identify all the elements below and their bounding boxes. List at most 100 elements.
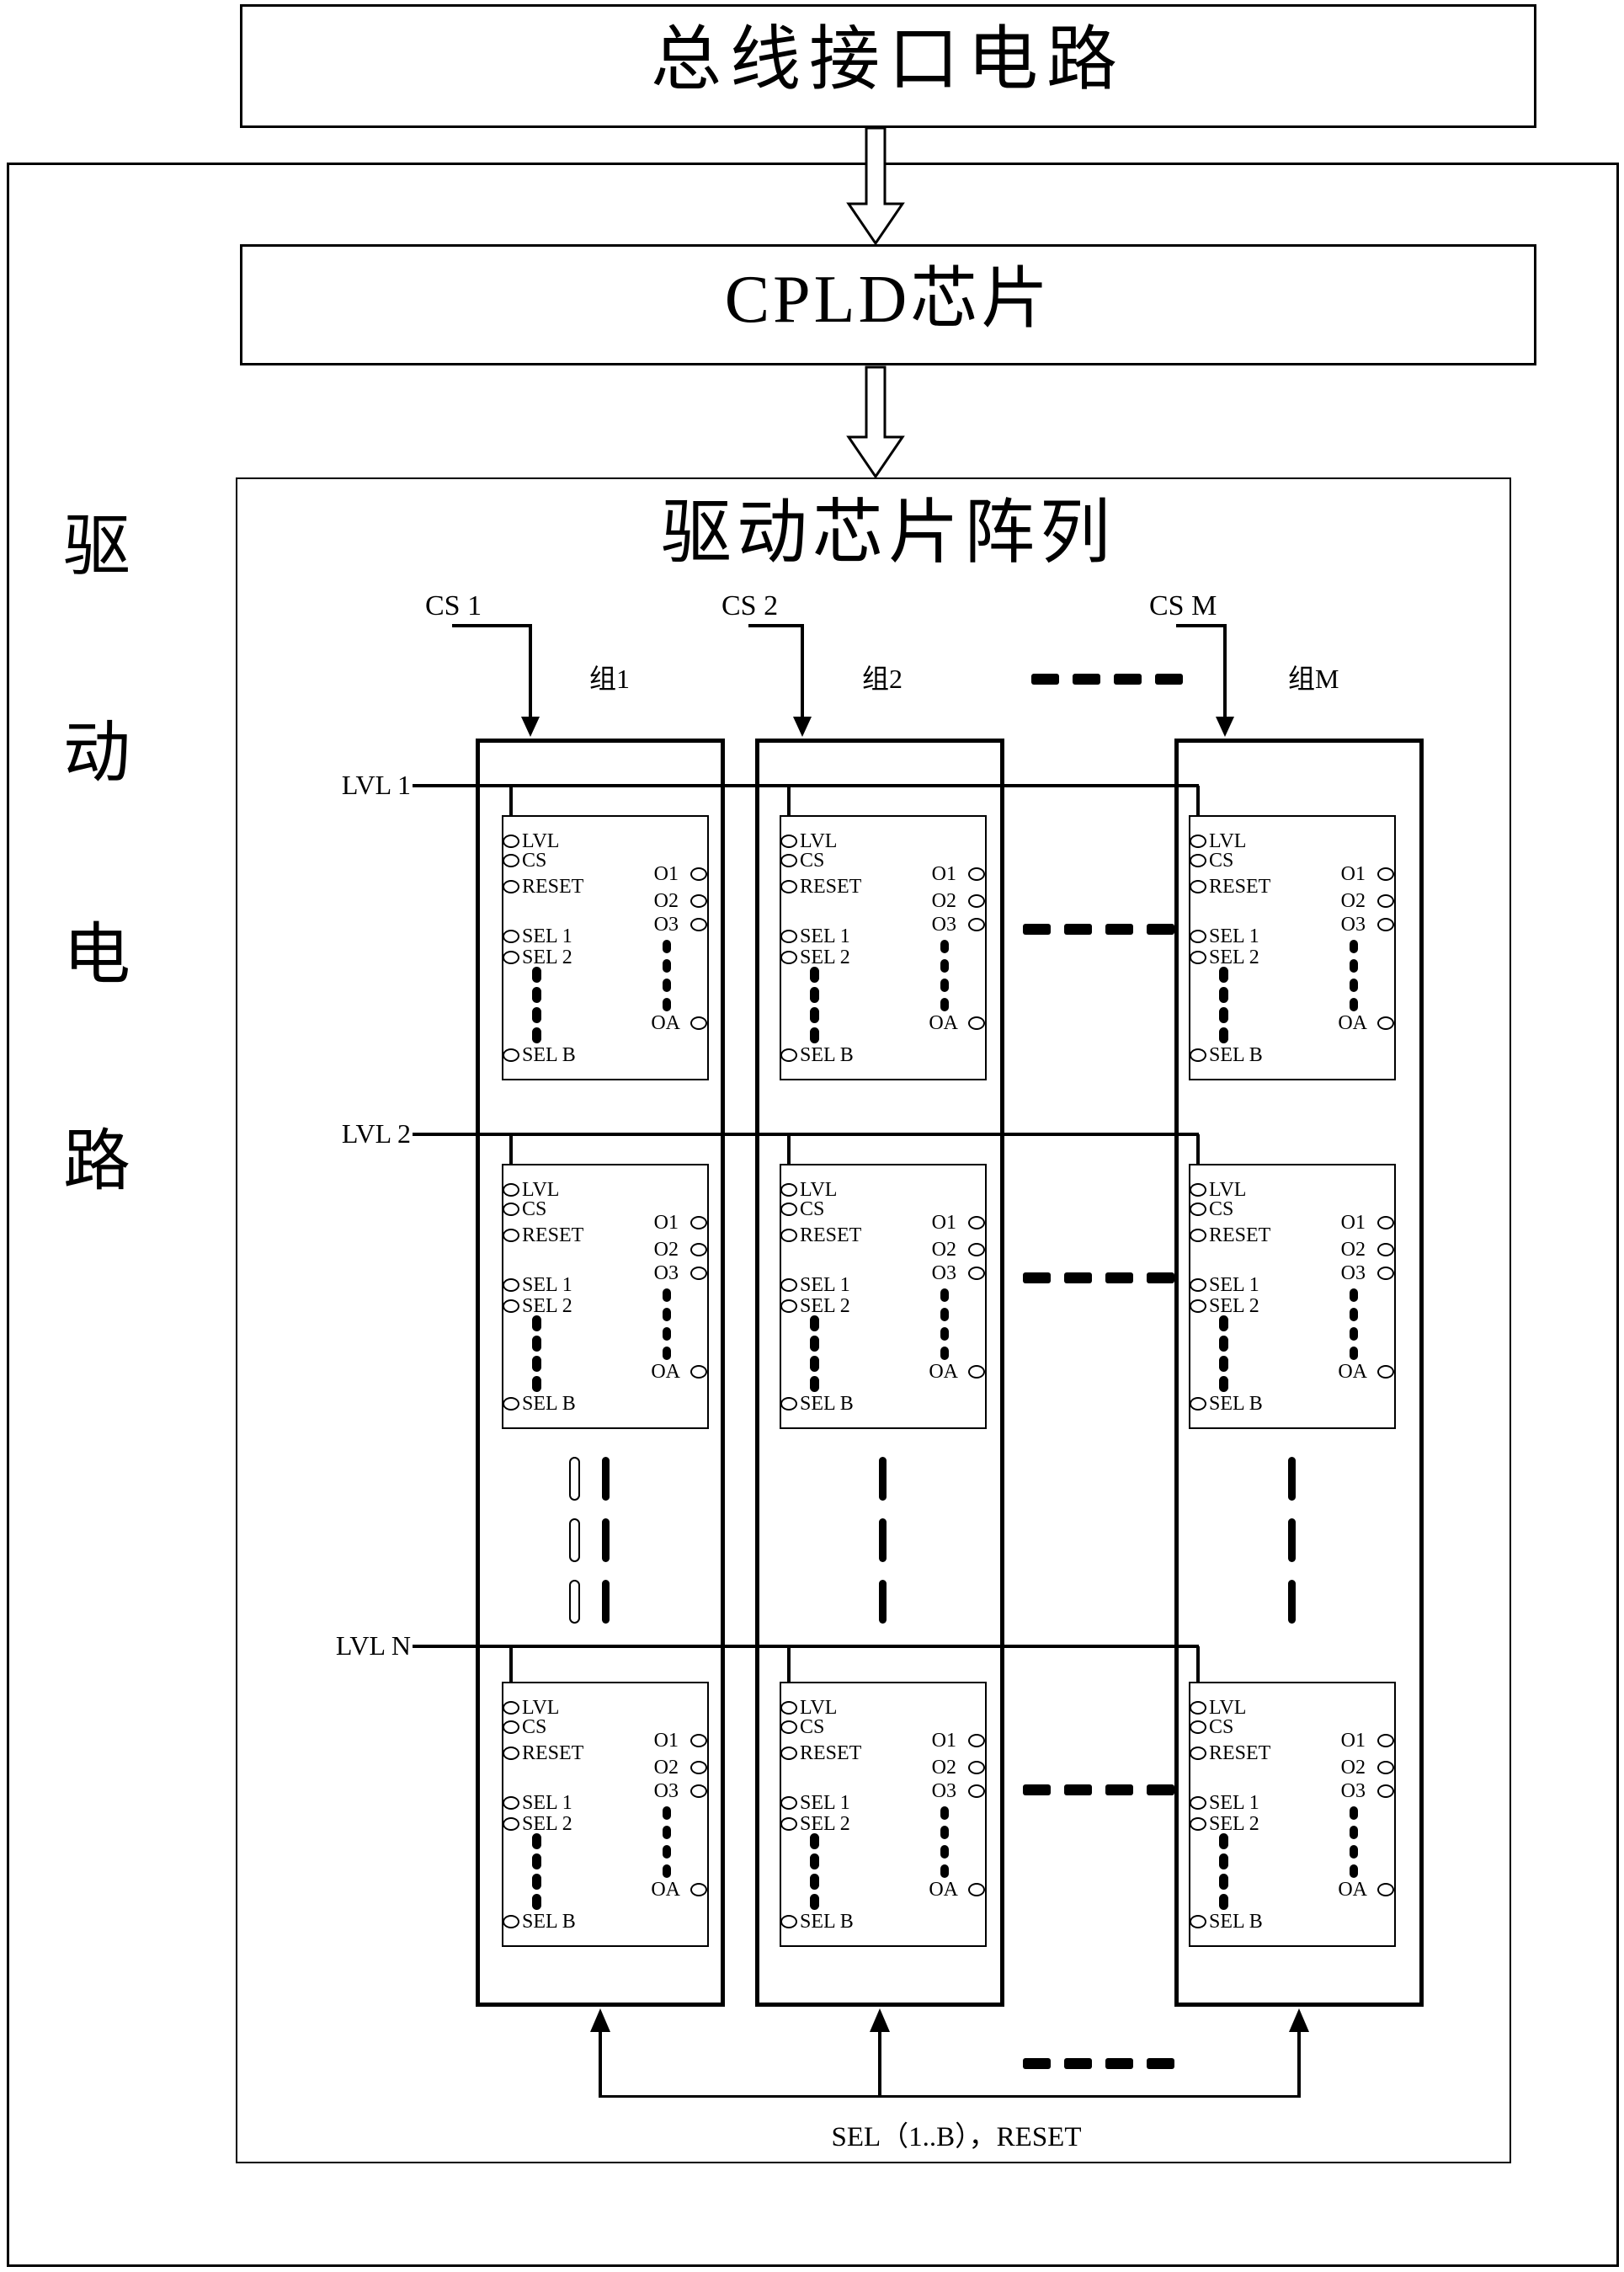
pin-label: SEL 1 <box>800 1792 850 1814</box>
row-gap-ellipsis <box>602 1518 610 1562</box>
pin-label: O1 <box>931 863 956 885</box>
ellipsis-dot <box>1219 1027 1228 1043</box>
ellipsis-dot <box>810 967 819 983</box>
pin-circle <box>968 1016 985 1030</box>
pin-label: O3 <box>931 1262 956 1284</box>
ellipsis-dot <box>1219 1376 1228 1392</box>
pin-label: SEL B <box>800 1393 854 1415</box>
pin-label: SEL B <box>800 1911 854 1933</box>
group-label: 组1 <box>589 664 631 694</box>
pin-circle <box>1377 1016 1394 1030</box>
pin-label: O1 <box>653 863 679 885</box>
pin-circle <box>1190 951 1206 964</box>
row-ellipsis-dashes <box>1147 924 1174 935</box>
ellipsis-dot <box>663 1826 671 1839</box>
pin-label: OA <box>1338 1361 1367 1383</box>
ellipsis-dot <box>810 987 819 1003</box>
pin-circle <box>503 1229 519 1242</box>
row-ellipsis-dashes <box>1064 924 1092 935</box>
pin-label: OA <box>929 1012 958 1034</box>
pin-label: OA <box>1338 1012 1367 1034</box>
pin-circle <box>780 1278 797 1292</box>
pin-label: CS <box>1209 1198 1234 1220</box>
pin-label: O1 <box>1340 1212 1366 1234</box>
pin-label: O1 <box>931 1212 956 1234</box>
ellipsis-dot <box>1350 998 1358 1011</box>
pin-circle <box>503 1915 519 1928</box>
cs-label: CS 1 <box>425 590 482 621</box>
pin-label: SEL 2 <box>1209 1295 1259 1317</box>
pin-label: O2 <box>1340 890 1366 912</box>
pin-label: O1 <box>931 1730 956 1752</box>
row-ellipsis-dashes <box>1023 924 1051 935</box>
row-ellipsis-dashes <box>1105 1784 1133 1795</box>
pin-circle <box>780 1720 797 1734</box>
pin-circle <box>780 1299 797 1313</box>
pin-circle <box>1377 1883 1394 1896</box>
pin-circle <box>690 867 707 881</box>
pin-circle <box>780 1048 797 1062</box>
pin-circle <box>968 1243 985 1256</box>
pin-circle <box>968 1216 985 1229</box>
pin-circle <box>780 1817 797 1831</box>
ellipsis-dot <box>940 940 949 953</box>
cs-line <box>529 624 532 718</box>
pin-label: SEL 2 <box>522 1295 572 1317</box>
cs-label: CS 2 <box>721 590 779 621</box>
pin-label: CS <box>800 1198 825 1220</box>
ellipsis-dot <box>532 1027 541 1043</box>
side-label-char: 动 <box>63 717 130 791</box>
pin-label: O1 <box>653 1730 679 1752</box>
pin-circle <box>780 1747 797 1760</box>
ellipsis-dot <box>1350 1826 1358 1839</box>
pin-circle <box>690 1216 707 1229</box>
pin-circle <box>503 1203 519 1216</box>
ellipsis-dot <box>810 1376 819 1392</box>
cs-line <box>1176 624 1227 627</box>
pin-circle <box>1377 1267 1394 1280</box>
pin-label: O1 <box>1340 863 1366 885</box>
ellipsis-dot <box>1219 1315 1228 1331</box>
pin-label: RESET <box>522 1224 584 1246</box>
ellipsis-dot <box>532 1007 541 1023</box>
ellipsis-dot <box>1350 959 1358 973</box>
pin-circle <box>780 930 797 943</box>
pin-circle <box>1190 1203 1206 1216</box>
pin-circle <box>1190 1048 1206 1062</box>
pin-label: OA <box>929 1879 958 1901</box>
pin-circle <box>1377 1761 1394 1774</box>
pin-circle <box>968 867 985 881</box>
pin-circle <box>1190 1183 1206 1197</box>
header-ellipsis-dashes <box>1114 674 1142 685</box>
pin-label: SEL 2 <box>522 1813 572 1835</box>
pin-circle <box>503 1720 519 1734</box>
pin-label: CS <box>1209 1716 1234 1738</box>
bottom-bus-label: SEL（1..B），RESET <box>831 2122 1082 2152</box>
pin-label: SEL B <box>522 1393 576 1415</box>
pin-circle <box>503 1183 519 1197</box>
header-ellipsis-dashes <box>1031 674 1059 685</box>
driver-array-title: 驱动芯片阵列 <box>660 494 1116 573</box>
cs-arrow-icon <box>793 717 812 737</box>
lvl-row-line <box>413 1645 1199 1648</box>
row-gap-ellipsis <box>569 1457 580 1501</box>
pin-circle <box>690 918 707 931</box>
pin-label: OA <box>1338 1879 1367 1901</box>
pin-circle <box>690 1267 707 1280</box>
pin-circle <box>1377 1216 1394 1229</box>
ellipsis-dot <box>810 1853 819 1869</box>
pin-circle <box>503 1278 519 1292</box>
bus-interface-label: 总线接口电路 <box>650 21 1126 99</box>
pin-circle <box>780 1203 797 1216</box>
bottom-ellipsis-dashes <box>1064 2058 1092 2069</box>
ellipsis-dot <box>810 1894 819 1910</box>
pin-label: OA <box>929 1361 958 1383</box>
pin-circle <box>1377 894 1394 908</box>
pin-circle <box>503 930 519 943</box>
pin-circle <box>1190 1701 1206 1715</box>
ellipsis-dot <box>532 1356 541 1372</box>
pin-circle <box>1190 1299 1206 1313</box>
pin-label: LVL <box>522 1179 560 1201</box>
pin-circle <box>780 880 797 893</box>
ellipsis-dot <box>810 1874 819 1890</box>
